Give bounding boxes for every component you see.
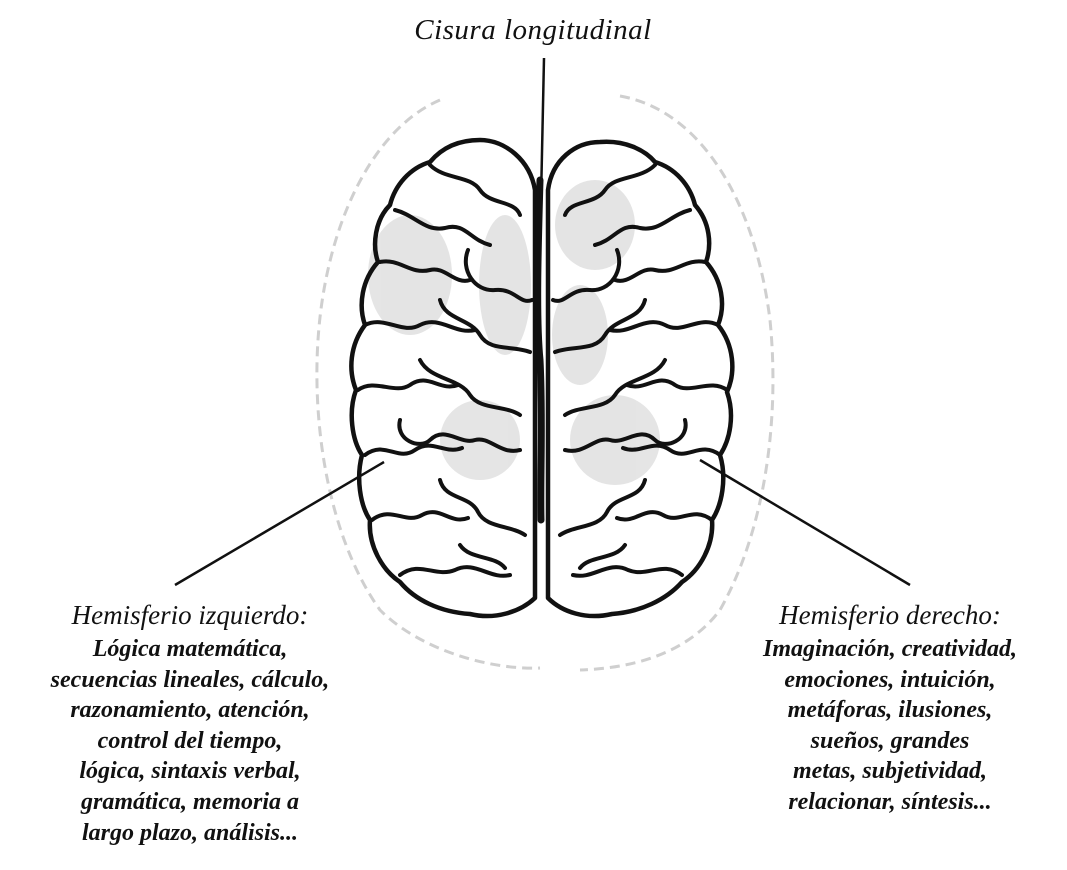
- left-function-line: Lógica matemática,: [10, 634, 370, 665]
- left-function-line: control del tiempo,: [10, 726, 370, 757]
- gyrus-r13: [573, 567, 682, 576]
- gyrus-r12: [560, 480, 645, 535]
- gyrus-l14: [460, 545, 505, 568]
- right-function-line: relacionar, síntesis...: [720, 787, 1060, 818]
- left-leader-line: [175, 462, 384, 585]
- right-hemisphere-caption: Hemisferio derecho: Imaginación, creativ…: [720, 598, 1060, 818]
- gyrus-r11: [617, 512, 712, 520]
- fissure-leader-line: [541, 58, 544, 200]
- right-hemisphere-title: Hemisferio derecho:: [720, 598, 1060, 632]
- gyrus-l1: [430, 165, 520, 215]
- left-function-line: largo plazo, análisis...: [10, 818, 370, 849]
- right-hemisphere-functions: Imaginación, creatividad, emociones, int…: [720, 634, 1060, 818]
- gyrus-l12: [440, 480, 525, 535]
- right-function-line: metas, subjetividad,: [720, 756, 1060, 787]
- gyrus-r7: [627, 380, 727, 390]
- gyrus-r3: [615, 261, 705, 280]
- right-function-line: Imaginación, creatividad,: [720, 634, 1060, 665]
- gyrus-l13: [400, 567, 510, 576]
- gyrus-r14: [580, 545, 625, 568]
- left-function-line: secuencias lineales, cálculo,: [10, 665, 370, 696]
- left-hemisphere-caption: Hemisferio izquierdo: Lógica matemática,…: [10, 598, 370, 848]
- left-function-line: gramática, memoria a: [10, 787, 370, 818]
- fissure-label: Cisura longitudinal: [333, 14, 733, 47]
- gyrus-r5: [610, 322, 718, 331]
- left-function-line: lógica, sintaxis verbal,: [10, 756, 370, 787]
- halo-arcs: [317, 96, 773, 670]
- right-leader-line: [700, 460, 910, 585]
- halo-arc-right: [580, 96, 773, 670]
- gyrus-l11: [372, 512, 468, 520]
- halo-arc-left: [317, 100, 540, 668]
- longitudinal-fissure: [538, 180, 542, 520]
- gyrus-l7: [358, 380, 458, 390]
- shade-left-upper: [368, 215, 452, 335]
- left-hemisphere-functions: Lógica matemática, secuencias lineales, …: [10, 634, 370, 848]
- right-function-line: sueños, grandes: [720, 726, 1060, 757]
- shade-right-upper: [555, 180, 635, 270]
- shade-left-center: [479, 215, 531, 355]
- right-function-line: metáforas, ilusiones,: [720, 695, 1060, 726]
- right-function-line: emociones, intuición,: [720, 665, 1060, 696]
- left-function-line: razonamiento, atención,: [10, 695, 370, 726]
- left-hemisphere-title: Hemisferio izquierdo:: [10, 598, 370, 632]
